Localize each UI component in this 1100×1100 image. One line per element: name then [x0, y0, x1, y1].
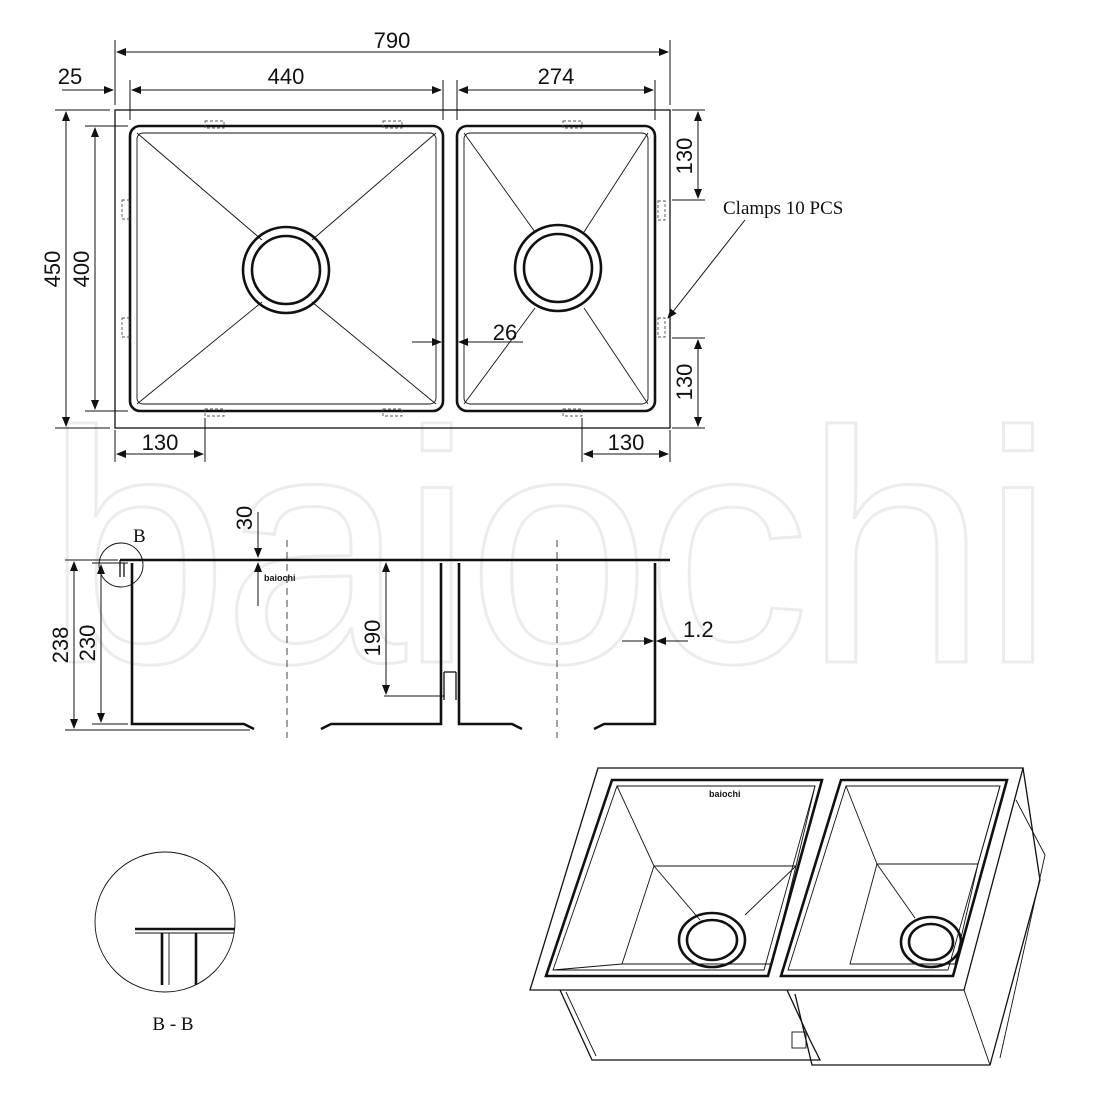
- isometric-view: baiochi: [529, 767, 1046, 1066]
- dim-bowl-height: 230: [75, 625, 100, 662]
- dim-total-height: 238: [48, 627, 73, 664]
- clamps-annotation: Clamps 10 PCS: [723, 198, 843, 219]
- dim-thickness: 1.2: [683, 617, 714, 642]
- outer-flange: [114, 109, 671, 429]
- detail-marker-label: B: [133, 526, 146, 547]
- dim-large-bowl-width: 440: [268, 64, 305, 89]
- dim-clamp-offset-left: 130: [142, 430, 179, 455]
- dim-flange-drop: 30: [232, 506, 257, 530]
- clamp-markers: [121, 120, 666, 417]
- brand-mark-side: baiochi: [264, 573, 296, 583]
- dim-clamp-offset-bottom: 130: [672, 364, 697, 401]
- dim-clamp-offset-right: 130: [608, 430, 645, 455]
- section-label: B - B: [152, 1014, 193, 1035]
- small-drain: [513, 223, 603, 313]
- dim-flange: 25: [58, 64, 82, 89]
- dim-divider: 26: [493, 320, 517, 345]
- iso-small-bowl: [779, 778, 1009, 978]
- large-drain: [241, 225, 331, 315]
- detail-b-b: B - B: [94, 851, 236, 1035]
- dim-small-bowl-height: 190: [360, 620, 385, 657]
- iso-large-bowl: [544, 778, 824, 978]
- side-section-view: baiochi B 238 230 30 190 1.2: [48, 506, 714, 738]
- dim-overall-depth: 450: [40, 251, 65, 288]
- dim-clamp-offset-top: 130: [672, 138, 697, 175]
- brand-mark-iso: baiochi: [709, 789, 741, 799]
- dim-bowl-depth: 400: [69, 251, 94, 288]
- dim-small-bowl-width: 274: [538, 64, 575, 89]
- dim-overall-width: 790: [374, 28, 411, 53]
- large-bowl-outline: [128, 124, 445, 413]
- watermark-text: baiochi: [45, 363, 1049, 732]
- small-bowl-outline: [455, 124, 657, 413]
- top-view: 790 25 440 274 450 400 130 130: [40, 28, 843, 462]
- detail-circle: [94, 851, 236, 993]
